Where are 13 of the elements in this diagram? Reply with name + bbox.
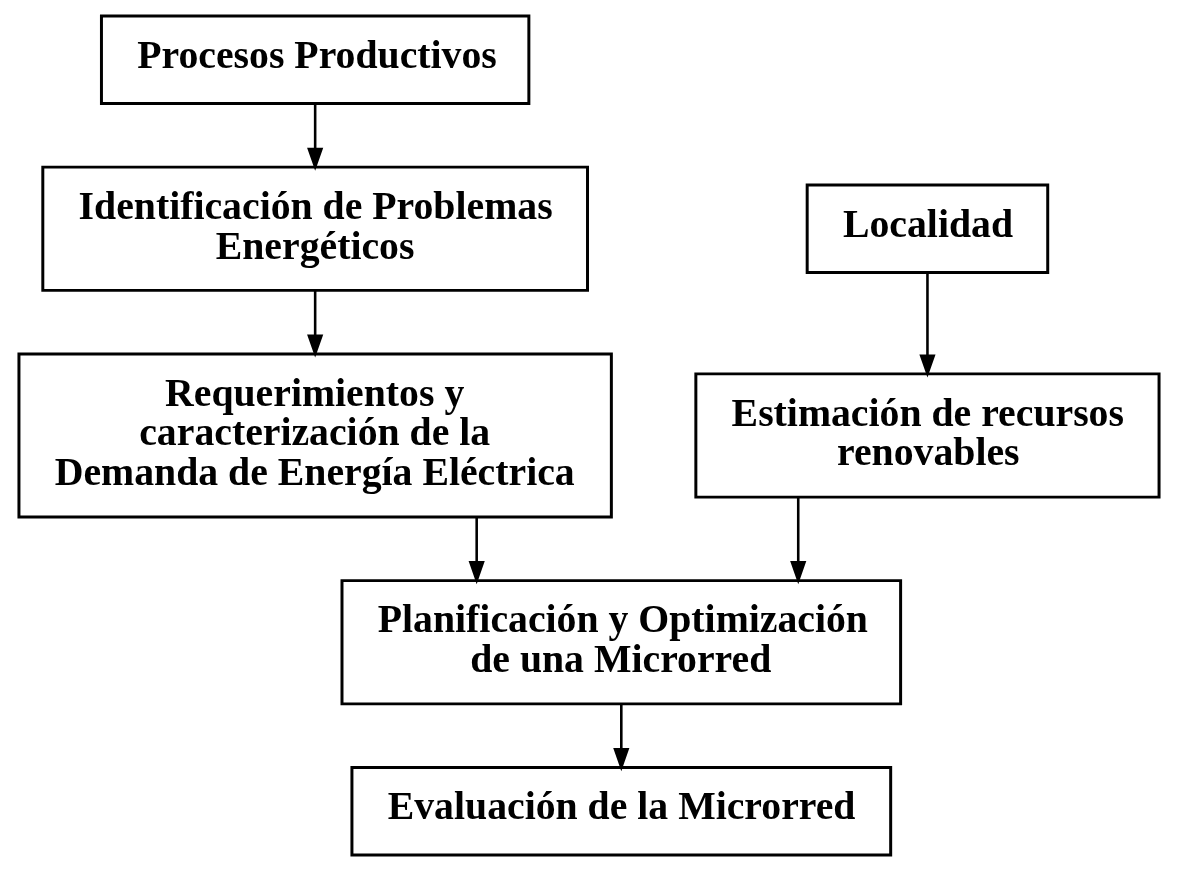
arrow bbox=[613, 704, 630, 772]
arrow bbox=[790, 497, 807, 585]
arrow bbox=[307, 104, 324, 171]
node-box: Requerimientos y caracterización de la Demanda de Energía Eléctrica bbox=[17, 352, 613, 519]
node-box: Planificación y Optimización de una Microrred bbox=[340, 579, 903, 706]
node-box: Evaluación de la Microrred bbox=[350, 766, 893, 857]
node-box: Localidad bbox=[805, 183, 1050, 274]
arrow bbox=[307, 290, 324, 358]
node-box: Identificación de Problemas Energéticos bbox=[41, 165, 589, 292]
node-box: Estimación de recursos renovables bbox=[694, 372, 1161, 499]
node-box: Procesos Productivos bbox=[99, 14, 531, 105]
arrow bbox=[468, 517, 485, 585]
arrow bbox=[919, 272, 936, 378]
